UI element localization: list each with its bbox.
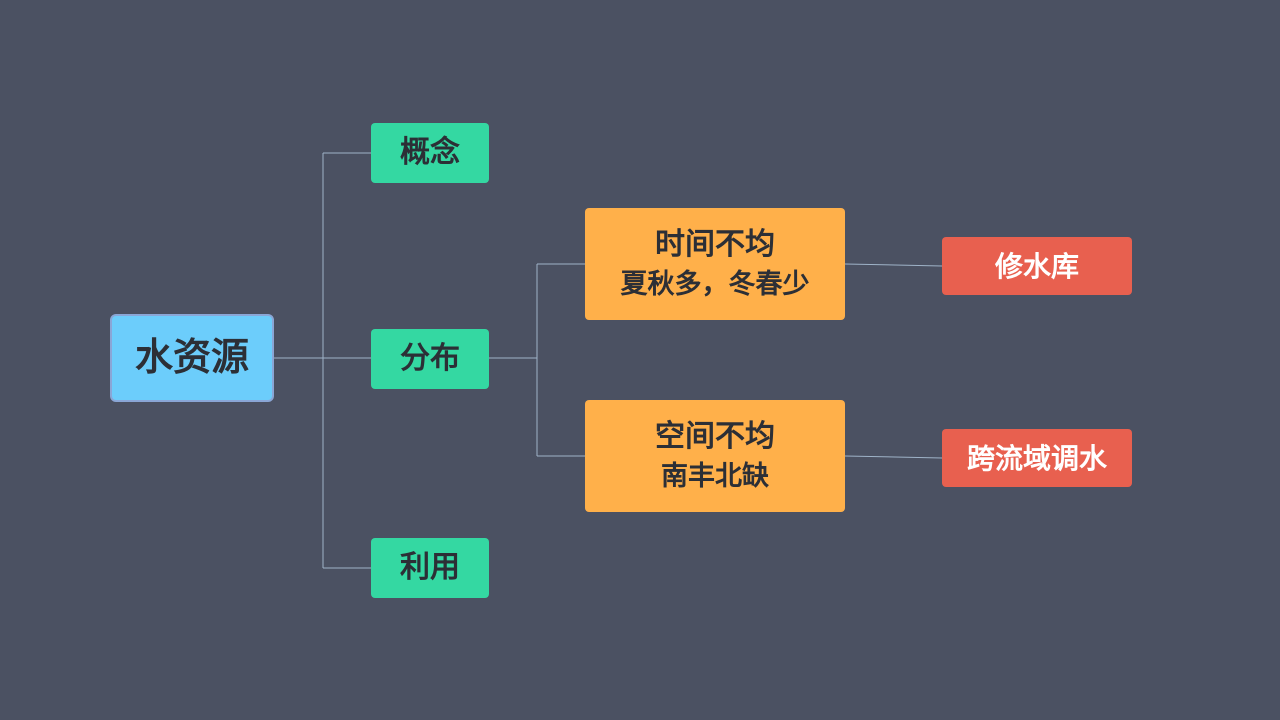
branch-node-utilization: 利用 <box>371 538 489 598</box>
measure-label: 跨流域调水 <box>966 441 1107 475</box>
root-node-water-resources: 水资源 <box>110 314 274 402</box>
branch-label: 利用 <box>400 550 460 586</box>
sub-node-time-uneven: 时间不均 夏秋多，冬春少 <box>585 208 845 320</box>
branch-label: 概念 <box>400 135 460 171</box>
sub-node-space-uneven: 空间不均 南丰北缺 <box>585 400 845 512</box>
sub-node-title: 时间不均 <box>655 227 775 263</box>
sub-node-detail: 夏秋多，冬春少 <box>620 268 810 300</box>
sub-node-title: 空间不均 <box>655 419 775 455</box>
measure-node-reservoir: 修水库 <box>942 237 1132 295</box>
branch-node-distribution: 分布 <box>371 329 489 389</box>
measure-label: 修水库 <box>994 249 1079 283</box>
measure-node-water-transfer: 跨流域调水 <box>942 429 1132 487</box>
root-label: 水资源 <box>134 335 249 380</box>
connector-to-water-transfer <box>844 455 943 459</box>
sub-node-detail: 南丰北缺 <box>661 460 769 492</box>
branch-label: 分布 <box>400 341 460 377</box>
branch-node-concept: 概念 <box>371 123 489 183</box>
connector-to-reservoir <box>844 263 943 267</box>
